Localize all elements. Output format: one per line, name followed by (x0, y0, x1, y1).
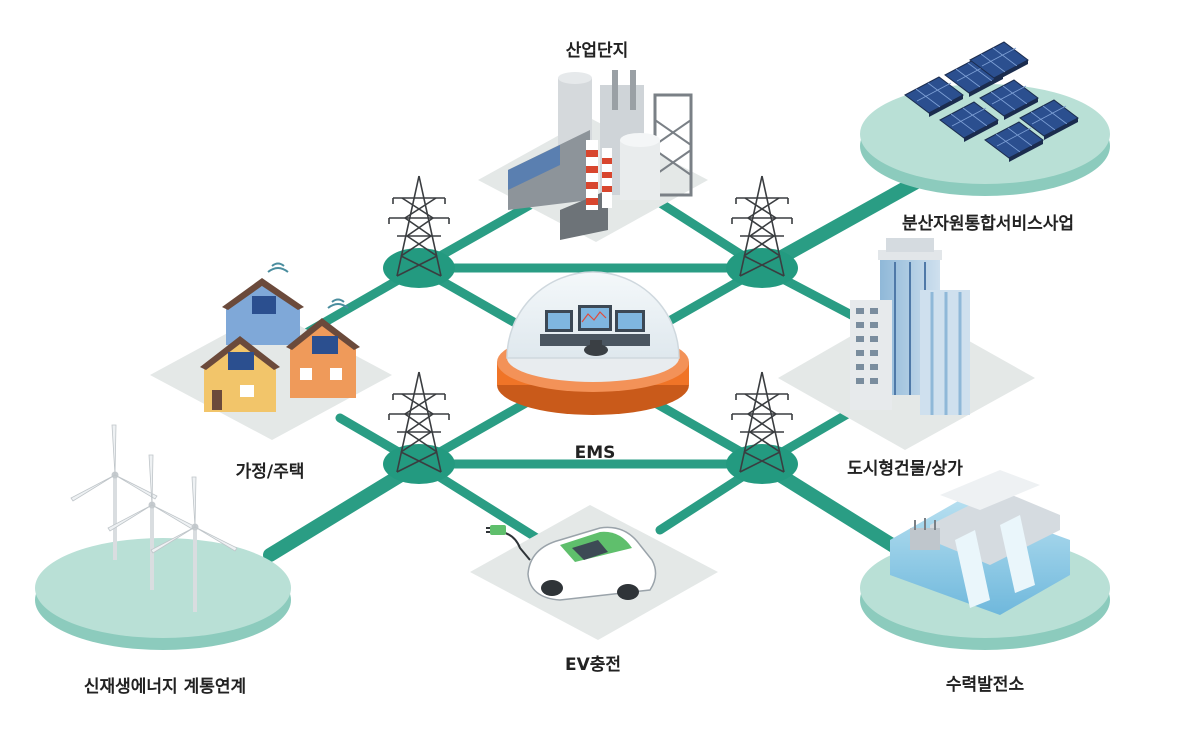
label-distributed: 분산자원통합서비스사업 (902, 213, 1074, 234)
label-industrial: 산업단지 (566, 41, 629, 61)
node-bottom-right (726, 371, 798, 484)
line-to-wind (263, 457, 426, 562)
hydro-plant (860, 470, 1110, 650)
office-buildings-icon (850, 238, 970, 415)
label-home: 가정/주택 (236, 462, 305, 482)
line-to-solar (755, 173, 927, 275)
renewable-wind (35, 424, 291, 650)
urban-buildings (778, 238, 1035, 450)
label-building: 도시형건물/상가 (847, 458, 963, 479)
factory-icon (508, 70, 693, 240)
node-top-right (726, 175, 798, 288)
hydro-dam-icon (890, 470, 1070, 615)
industrial-complex (478, 70, 708, 242)
houses-icon (200, 262, 360, 412)
ems-center (497, 271, 689, 415)
label-renewable: 신재생에너지 계통연계 (84, 677, 246, 697)
electric-car-icon (486, 525, 657, 601)
distributed-resources (860, 41, 1110, 196)
label-ems: EMS (575, 443, 616, 463)
homes (150, 262, 392, 440)
node-top-left (383, 175, 455, 288)
ev-charging (470, 505, 718, 640)
label-hydro: 수력발전소 (946, 675, 1025, 695)
node-bottom-left (383, 371, 455, 484)
label-ev: EV충전 (565, 655, 621, 675)
control-room-icon (540, 305, 650, 356)
